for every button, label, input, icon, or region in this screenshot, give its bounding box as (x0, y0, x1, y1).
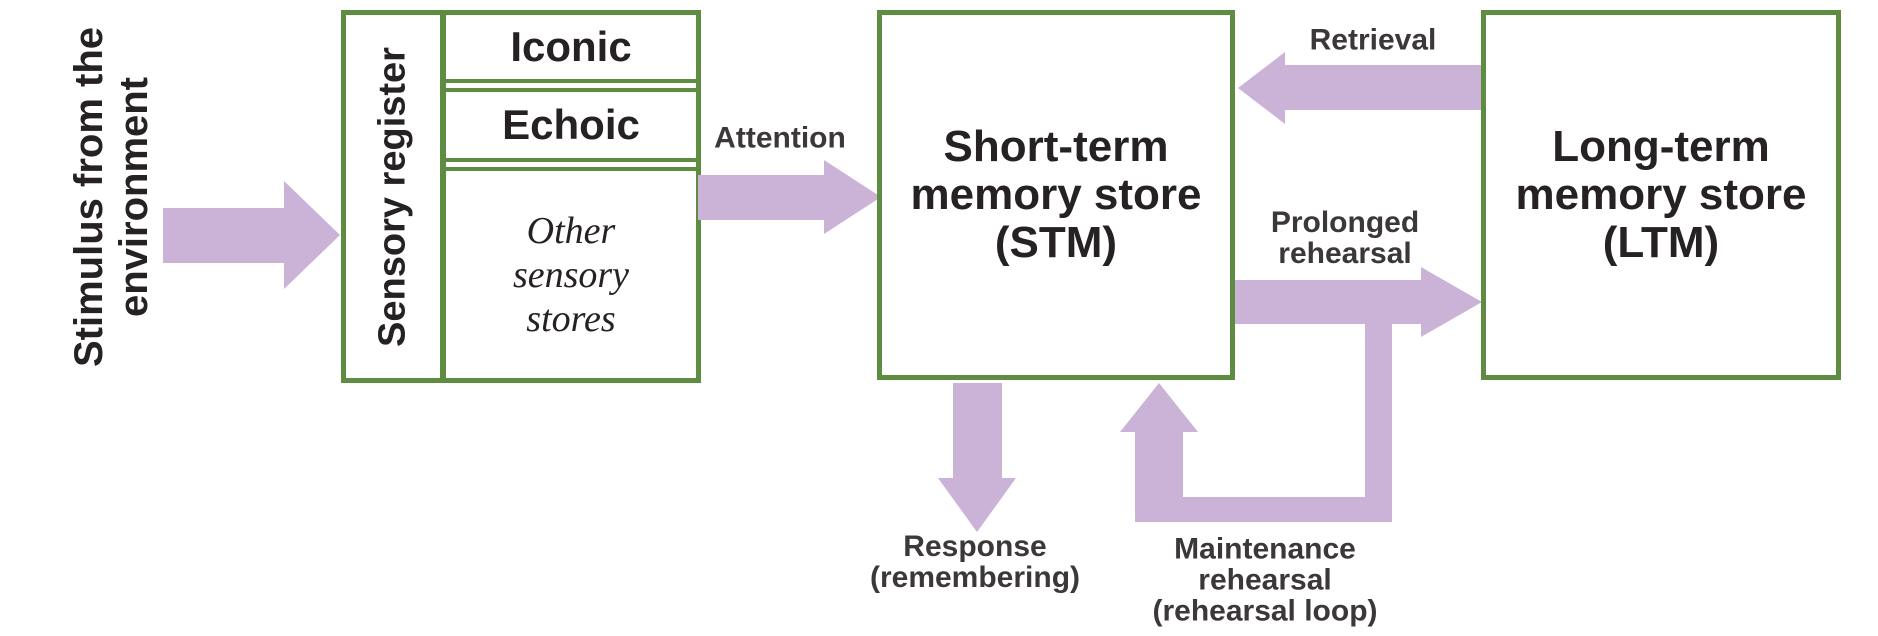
sensory-register-title: Sensory register (371, 46, 414, 347)
response-label-line2: (remembering) (869, 561, 1081, 594)
attention-arrow-body (698, 175, 824, 220)
echoic-cell: Echoic (446, 88, 696, 162)
ltm-box-title: Long-term memory store (LTM) (1486, 15, 1836, 375)
short-term-memory-store-box: Short-term memory store (STM) (877, 10, 1235, 380)
ltm-title-line3: (LTM) (1602, 218, 1720, 267)
stm-title-line3: (STM) (994, 218, 1118, 267)
other-sensory-stores-cell: Other sensory stores (446, 167, 696, 378)
stimulus-label-line2: environment (112, 76, 156, 318)
other-sensory-stores-line2: sensory (512, 253, 630, 296)
maintenance-rehearsal-label-line1: Maintenance (1174, 532, 1356, 566)
rehearsal-loop-vertical-bar (1365, 318, 1392, 522)
stm-title-line1: Short-term (943, 122, 1169, 171)
maintenance-rehearsal-arrow-head (1120, 383, 1198, 432)
prolonged-rehearsal-arrow-head (1421, 267, 1482, 337)
stimulus-label-line1: Stimulus from the (67, 26, 111, 368)
prolonged-rehearsal-arrow-body (1235, 280, 1421, 324)
stm-box-title: Short-term memory store (STM) (882, 15, 1230, 375)
long-term-memory-store-box: Long-term memory store (LTM) (1481, 10, 1841, 380)
echoic-cell-label: Echoic (502, 101, 640, 148)
sensory-register-cells: Iconic Echoic Other sensory stores (446, 15, 696, 378)
response-label-line1: Response (903, 530, 1047, 563)
ltm-title-line1: Long-term (1552, 122, 1770, 171)
attention-label: Attention (714, 121, 846, 155)
response-arrow-head (938, 478, 1016, 532)
sensory-register-box: Sensory register Iconic Echoic Other sen… (341, 10, 701, 383)
maintenance-rehearsal-arrow-body (1135, 430, 1183, 522)
response-arrow-body (953, 383, 1002, 478)
other-sensory-stores-line3: stores (526, 297, 616, 340)
stimulus-arrow-head (284, 181, 340, 289)
iconic-cell: Iconic (446, 15, 696, 83)
ltm-title-line2: memory store (1515, 170, 1807, 219)
stimulus-label: Stimulus from the environment (67, 27, 157, 367)
response-label: Response (remembering) (870, 531, 1080, 593)
retrieval-arrow-head (1238, 52, 1285, 124)
prolonged-rehearsal-label-line1: Prolonged (1270, 206, 1420, 239)
other-sensory-stores-line1: Other (526, 209, 616, 252)
maintenance-rehearsal-label-line3: (rehearsal loop) (1152, 594, 1378, 628)
stm-title-line2: memory store (910, 170, 1202, 219)
iconic-cell-label: Iconic (510, 23, 632, 70)
maintenance-rehearsal-label: Maintenance rehearsal (rehearsal loop) (1152, 534, 1377, 627)
stimulus-arrow-body (163, 208, 284, 263)
attention-arrow-head (824, 160, 881, 234)
maintenance-rehearsal-label-line2: rehearsal (1198, 563, 1332, 597)
sensory-register-title-column: Sensory register (346, 15, 446, 378)
prolonged-rehearsal-label: Prolonged rehearsal (1271, 207, 1419, 269)
prolonged-rehearsal-label-line2: rehearsal (1278, 237, 1412, 270)
retrieval-arrow-body (1285, 65, 1482, 110)
retrieval-label: Retrieval (1309, 23, 1437, 57)
